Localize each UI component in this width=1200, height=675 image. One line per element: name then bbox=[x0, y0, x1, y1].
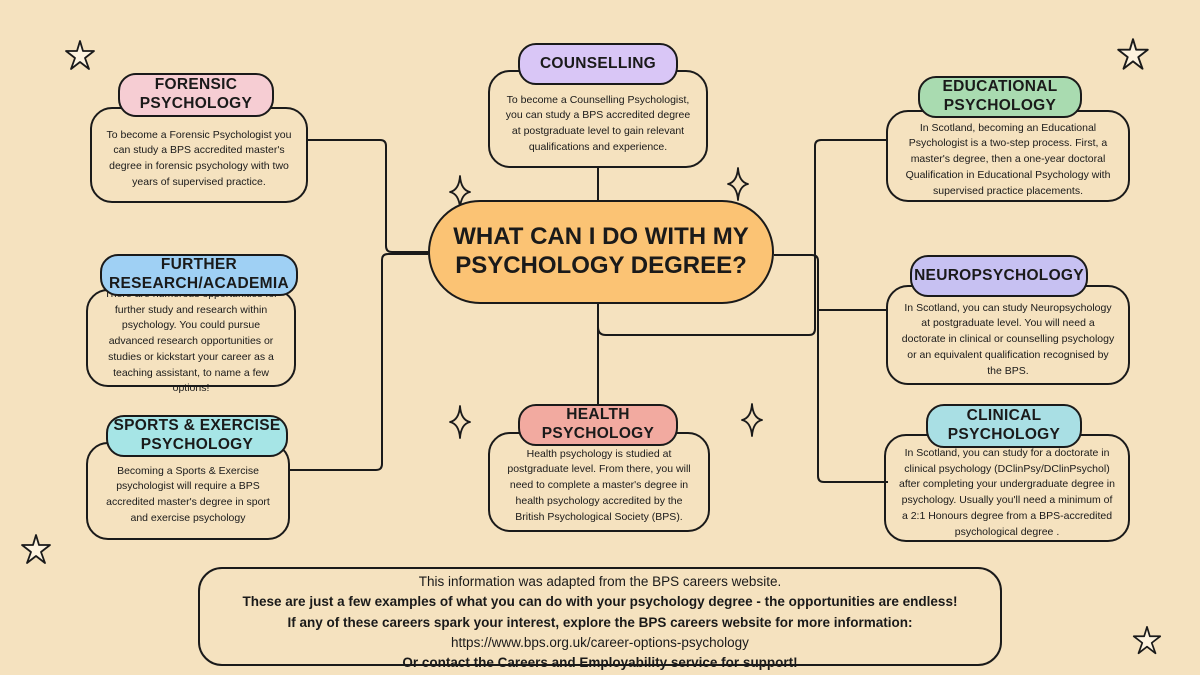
footer-contact-note: Or contact the Careers and Employability… bbox=[402, 655, 798, 670]
forensic-description: To become a Forensic Psychologist you ca… bbox=[106, 128, 292, 188]
clinical-description: In Scotland, you can study for a doctora… bbox=[899, 446, 1115, 538]
star-outline-icon bbox=[1132, 625, 1162, 655]
neuropsychology-description-card: In Scotland, you can study Neuropsycholo… bbox=[886, 285, 1130, 385]
sparkle-icon bbox=[727, 167, 749, 201]
health-title: HEALTH PSYCHOLOGY bbox=[518, 404, 678, 446]
star-outline-icon bbox=[65, 40, 95, 70]
central-question: WHAT CAN I DO WITH MY PSYCHOLOGY DEGREE? bbox=[428, 200, 774, 304]
footer-url-link[interactable]: https://www.bps.org.uk/career-options-ps… bbox=[451, 634, 749, 650]
connector-neuro-clinical bbox=[774, 254, 888, 483]
neuropsychology-description: In Scotland, you can study Neuropsycholo… bbox=[901, 301, 1115, 377]
educational-title: EDUCATIONAL PSYCHOLOGY bbox=[918, 76, 1082, 118]
educational-description-card: In Scotland, becoming an Educational Psy… bbox=[886, 110, 1130, 202]
footer-explore-note: If any of these careers spark your inter… bbox=[287, 614, 913, 630]
connector-sports bbox=[288, 375, 383, 471]
forensic-title: FORENSIC PSYCHOLOGY bbox=[118, 73, 274, 117]
health-description: Health psychology is studied at postgrad… bbox=[507, 447, 691, 523]
star-outline-icon bbox=[1117, 38, 1149, 70]
connector-further-research bbox=[381, 253, 428, 375]
connector-forensic bbox=[306, 139, 428, 253]
footer-source-note: This information was adapted from the BP… bbox=[418, 574, 782, 589]
counselling-description: To become a Counselling Psychologist, yo… bbox=[505, 93, 691, 153]
further-research-description-card: There are numerous opportunities for fur… bbox=[86, 288, 296, 394]
health-description-card: Health psychology is studied at postgrad… bbox=[488, 432, 710, 532]
further-research-description: There are numerous opportunities for fur… bbox=[104, 288, 277, 395]
clinical-title: CLINICAL PSYCHOLOGY bbox=[926, 404, 1082, 448]
neuropsychology-title: NEUROPSYCHOLOGY bbox=[910, 255, 1088, 297]
star-outline-icon bbox=[21, 534, 51, 564]
further-research-title: FURTHER RESEARCH/ACADEMIA bbox=[100, 254, 298, 296]
sports-title: SPORTS & EXERCISE PSYCHOLOGY bbox=[106, 415, 288, 457]
sports-description: Becoming a Sports & Exercise psychologis… bbox=[106, 464, 270, 524]
forensic-description-card: To become a Forensic Psychologist you ca… bbox=[90, 107, 308, 203]
footer-info-box: This information was adapted from the BP… bbox=[198, 567, 1002, 670]
sparkle-icon bbox=[741, 403, 763, 437]
counselling-title: COUNSELLING bbox=[518, 43, 678, 85]
clinical-description-card: In Scotland, you can study for a doctora… bbox=[884, 434, 1130, 542]
footer-opportunities-note: These are just a few examples of what yo… bbox=[242, 594, 958, 610]
connector-educational bbox=[597, 139, 888, 336]
counselling-description-card: To become a Counselling Psychologist, yo… bbox=[488, 70, 708, 168]
sparkle-icon bbox=[449, 405, 471, 439]
educational-description: In Scotland, becoming an Educational Psy… bbox=[905, 121, 1111, 197]
sports-description-card: Becoming a Sports & Exercise psychologis… bbox=[86, 442, 290, 540]
